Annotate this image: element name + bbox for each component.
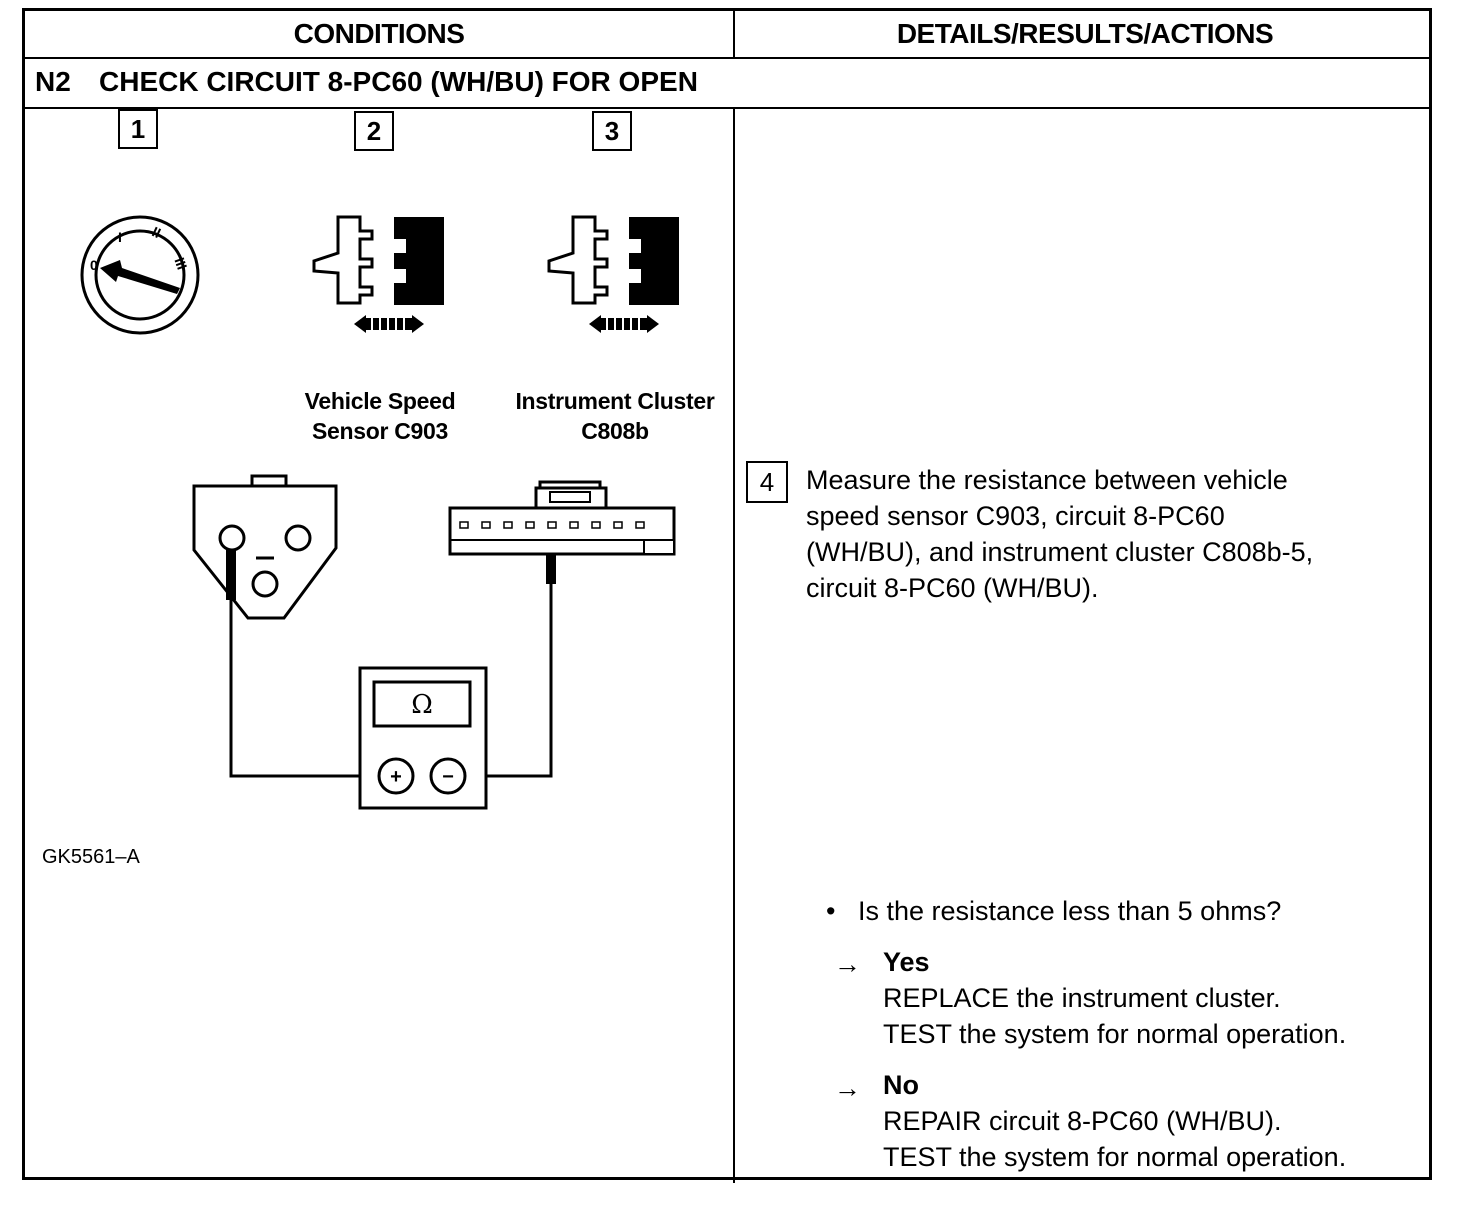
disconnect-connector-icon-vss <box>312 215 444 333</box>
table-header: CONDITIONS DETAILS/RESULTS/ACTIONS <box>25 11 1429 59</box>
yes-label: Yes <box>883 947 930 977</box>
measurement-instruction: Measure the resistance between vehicle s… <box>806 462 1426 606</box>
disconnect-connector-icon-ic <box>547 215 679 333</box>
ignition-mark-off: 0 <box>90 257 98 273</box>
label-instrument-cluster: Instrument Cluster C808b <box>500 386 730 446</box>
column-divider <box>733 107 735 1183</box>
conditions-header: CONDITIONS <box>293 18 465 49</box>
ignition-mark-1: I <box>118 229 122 245</box>
measurement-diagram: Ω + − <box>192 474 676 810</box>
plus-terminal: + <box>390 766 402 788</box>
instruction-line-4: circuit 8-PC60 (WH/BU). <box>806 573 1099 603</box>
yes-action-2: TEST the system for normal operation. <box>883 1019 1347 1049</box>
ignition-switch-icon: 0 I II III <box>80 215 200 335</box>
label-ic-line1: Instrument Cluster <box>515 388 715 414</box>
no-label: No <box>883 1070 919 1100</box>
no-action-2: TEST the system for normal operation. <box>883 1142 1347 1172</box>
label-vehicle-speed-sensor: Vehicle Speed Sensor C903 <box>270 386 490 446</box>
yes-action-1: REPLACE the instrument cluster. <box>883 983 1281 1013</box>
minus-terminal: − <box>442 766 454 788</box>
question-text: Is the resistance less than 5 ohms? <box>858 896 1282 926</box>
step-box-2: 2 <box>354 111 394 151</box>
vss-connector-face <box>192 474 338 620</box>
ohm-symbol: Ω <box>411 690 433 720</box>
label-ic-line2: C808b <box>581 418 649 444</box>
no-actions: REPAIR circuit 8-PC60 (WH/BU). TEST the … <box>883 1103 1423 1175</box>
step-box-1: 1 <box>118 109 158 149</box>
instruction-line-1: Measure the resistance between vehicle <box>806 465 1288 495</box>
details-header: DETAILS/RESULTS/ACTIONS <box>896 18 1274 49</box>
instruction-line-2: speed sensor C903, circuit 8-PC60 <box>806 501 1225 531</box>
label-vss-line1: Vehicle Speed <box>304 388 456 414</box>
test-step-row: N2 CHECK CIRCUIT 8-PC60 (WH/BU) FOR OPEN <box>25 57 1429 109</box>
procedure-table: CONDITIONS DETAILS/RESULTS/ACTIONS N2 CH… <box>22 8 1432 1183</box>
ignition-mark-3: III <box>171 255 190 271</box>
label-vss-line2: Sensor C903 <box>311 418 449 444</box>
no-arrow: → <box>834 1073 861 1103</box>
ohmmeter: Ω + − <box>358 666 488 810</box>
step-box-3: 3 <box>592 111 632 151</box>
test-step-id: N2 <box>35 66 71 97</box>
no-action-1: REPAIR circuit 8-PC60 (WH/BU). <box>883 1106 1282 1136</box>
figure-id: GK5561–A <box>42 846 140 868</box>
header-divider <box>733 11 735 57</box>
ic-connector-face <box>448 480 676 584</box>
test-step-title: CHECK CIRCUIT 8-PC60 (WH/BU) FOR OPEN <box>99 66 698 97</box>
yes-arrow: → <box>834 949 861 979</box>
yes-actions: REPLACE the instrument cluster. TEST the… <box>883 980 1423 1052</box>
step-box-4: 4 <box>746 461 788 503</box>
question-bullet: • <box>826 896 836 926</box>
instruction-line-3: (WH/BU), and instrument cluster C808b-5, <box>806 537 1314 567</box>
